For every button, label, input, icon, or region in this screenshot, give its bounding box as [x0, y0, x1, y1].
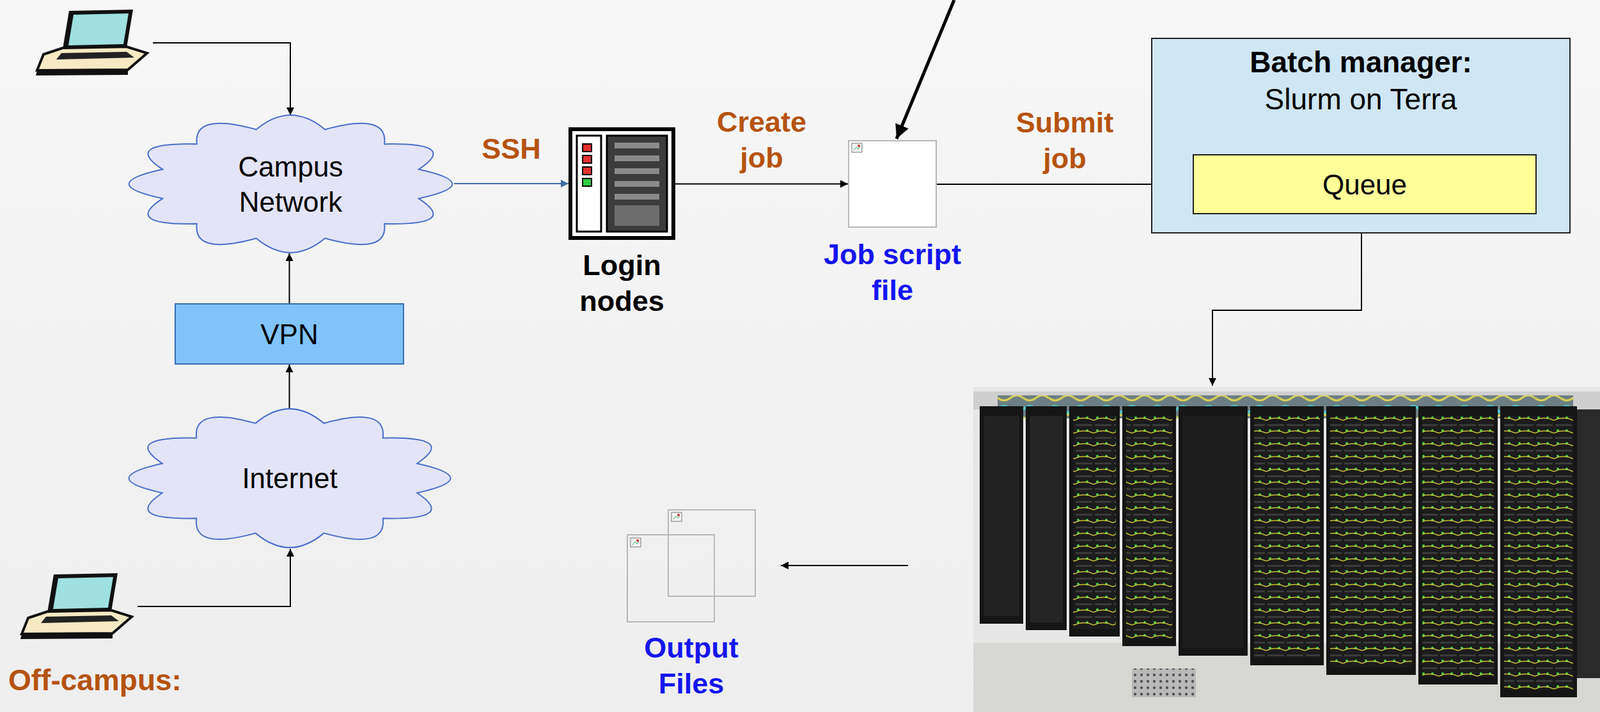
vpn-box: VPN [174, 303, 405, 365]
edge-label: SSH [466, 131, 557, 167]
text-holder: Output Files [620, 629, 762, 703]
cloud-label: Campus Network [204, 149, 378, 220]
file-icon [847, 140, 937, 228]
connector [289, 364, 291, 408]
file-caption: Output Files [620, 629, 762, 703]
edge-label: Create job [704, 104, 820, 177]
cloud-label: Internet [241, 460, 338, 496]
queue-box: Queue [1192, 154, 1537, 215]
cluster-photo [973, 386, 1600, 712]
network-cloud: Internet [127, 407, 453, 549]
region-label: Off-campus: [8, 662, 182, 698]
output-files: Output Files [626, 509, 756, 623]
job-script-file: Job script file [847, 140, 937, 228]
network-line [137, 548, 291, 607]
network-line [152, 42, 291, 116]
box-heading: Batch manager: [1152, 44, 1570, 82]
laptop-icon [35, 9, 148, 76]
connector [454, 182, 569, 185]
text-holder: Campus Network [127, 114, 455, 254]
connector [289, 253, 291, 304]
cloud-shape [127, 114, 455, 254]
network-cloud: Campus Network [127, 114, 455, 254]
output-arrow [780, 564, 909, 566]
laptop-icon [20, 572, 132, 639]
files-icon [626, 509, 756, 623]
file-caption: Job script file [809, 236, 976, 309]
connector [675, 183, 848, 185]
text-holder: Job script file [809, 236, 976, 309]
box-label: VPN [260, 316, 318, 352]
pointer-arrow [896, 0, 955, 139]
text-holder: Batch manager:Slurm on Terra [1152, 44, 1570, 118]
text-holder: Internet [127, 407, 453, 549]
text-holder: Queue [1193, 155, 1536, 213]
box-label: Queue [1322, 166, 1407, 203]
batch-manager-box: Batch manager:Slurm on TerraQueue [1151, 37, 1571, 234]
text-holder: VPN [175, 304, 403, 364]
edge-label: Submit job [1003, 104, 1126, 178]
server-icon [568, 127, 676, 240]
box-heading: Slurm on Terra [1152, 81, 1570, 119]
text-holder: Login nodes [548, 247, 696, 320]
login-node-icon: Login nodes [568, 127, 676, 240]
icon-caption: Login nodes [548, 247, 696, 320]
dispatch-line [1212, 233, 1362, 386]
